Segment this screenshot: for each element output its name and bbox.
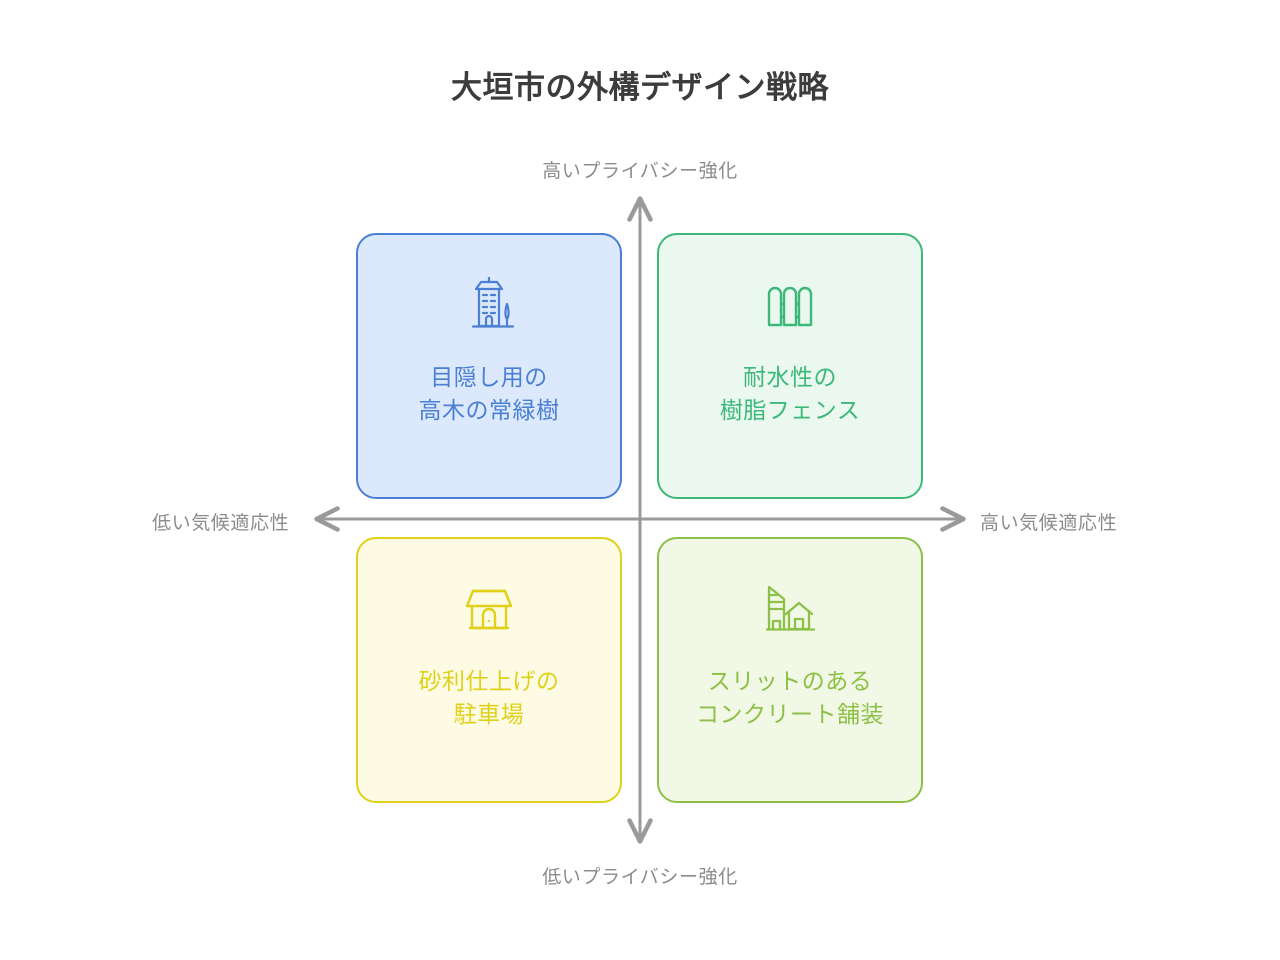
quadrant-label-line1: スリットのある [707, 668, 873, 694]
quadrant-label-line2: 高木の常緑樹 [418, 397, 560, 424]
page-title: 大垣市の外構デザイン戦略 [451, 70, 829, 105]
quadrant-card-bottom-right[interactable]: スリットのある コンクリート舗装 [657, 537, 923, 803]
storefront-awning-icon [453, 573, 525, 645]
quadrant-label-line2: 駐車場 [453, 701, 525, 728]
quadrant-card-bottom-left[interactable]: 砂利仕上げの 駐車場 [356, 537, 622, 803]
quadrant-label-line1: 砂利仕上げの [418, 668, 560, 694]
quadrant-card-top-right[interactable]: 耐水性の 樹脂フェンス [657, 233, 923, 499]
quadrant-label-line1: 目隠し用の [430, 364, 548, 390]
axis-label-climate-low: 低い気候適応性 [152, 513, 290, 534]
axis-label-privacy-high: 高いプライバシー強化 [542, 161, 738, 182]
picket-fence-icon [754, 269, 826, 341]
building-with-tree-icon [453, 269, 525, 341]
quadrant-label-bottom-left: 砂利仕上げの 駐車場 [411, 665, 568, 732]
quadrant-label-top-right: 耐水性の 樹脂フェンス [712, 361, 869, 428]
quadrant-card-top-left[interactable]: 目隠し用の 高木の常緑樹 [356, 233, 622, 499]
quadrant-label-top-left: 目隠し用の 高木の常緑樹 [411, 361, 568, 428]
axis-label-climate-high: 高い気候適応性 [980, 513, 1118, 534]
axis-label-privacy-low: 低いプライバシー強化 [542, 867, 738, 888]
quadrant-label-line2: 樹脂フェンス [719, 397, 861, 424]
quadrant-label-bottom-right: スリットのある コンクリート舗装 [688, 665, 892, 732]
buildings-house-icon [754, 573, 826, 645]
quadrant-label-line2: コンクリート舗装 [696, 701, 884, 728]
quadrant-label-line1: 耐水性の [742, 364, 837, 390]
